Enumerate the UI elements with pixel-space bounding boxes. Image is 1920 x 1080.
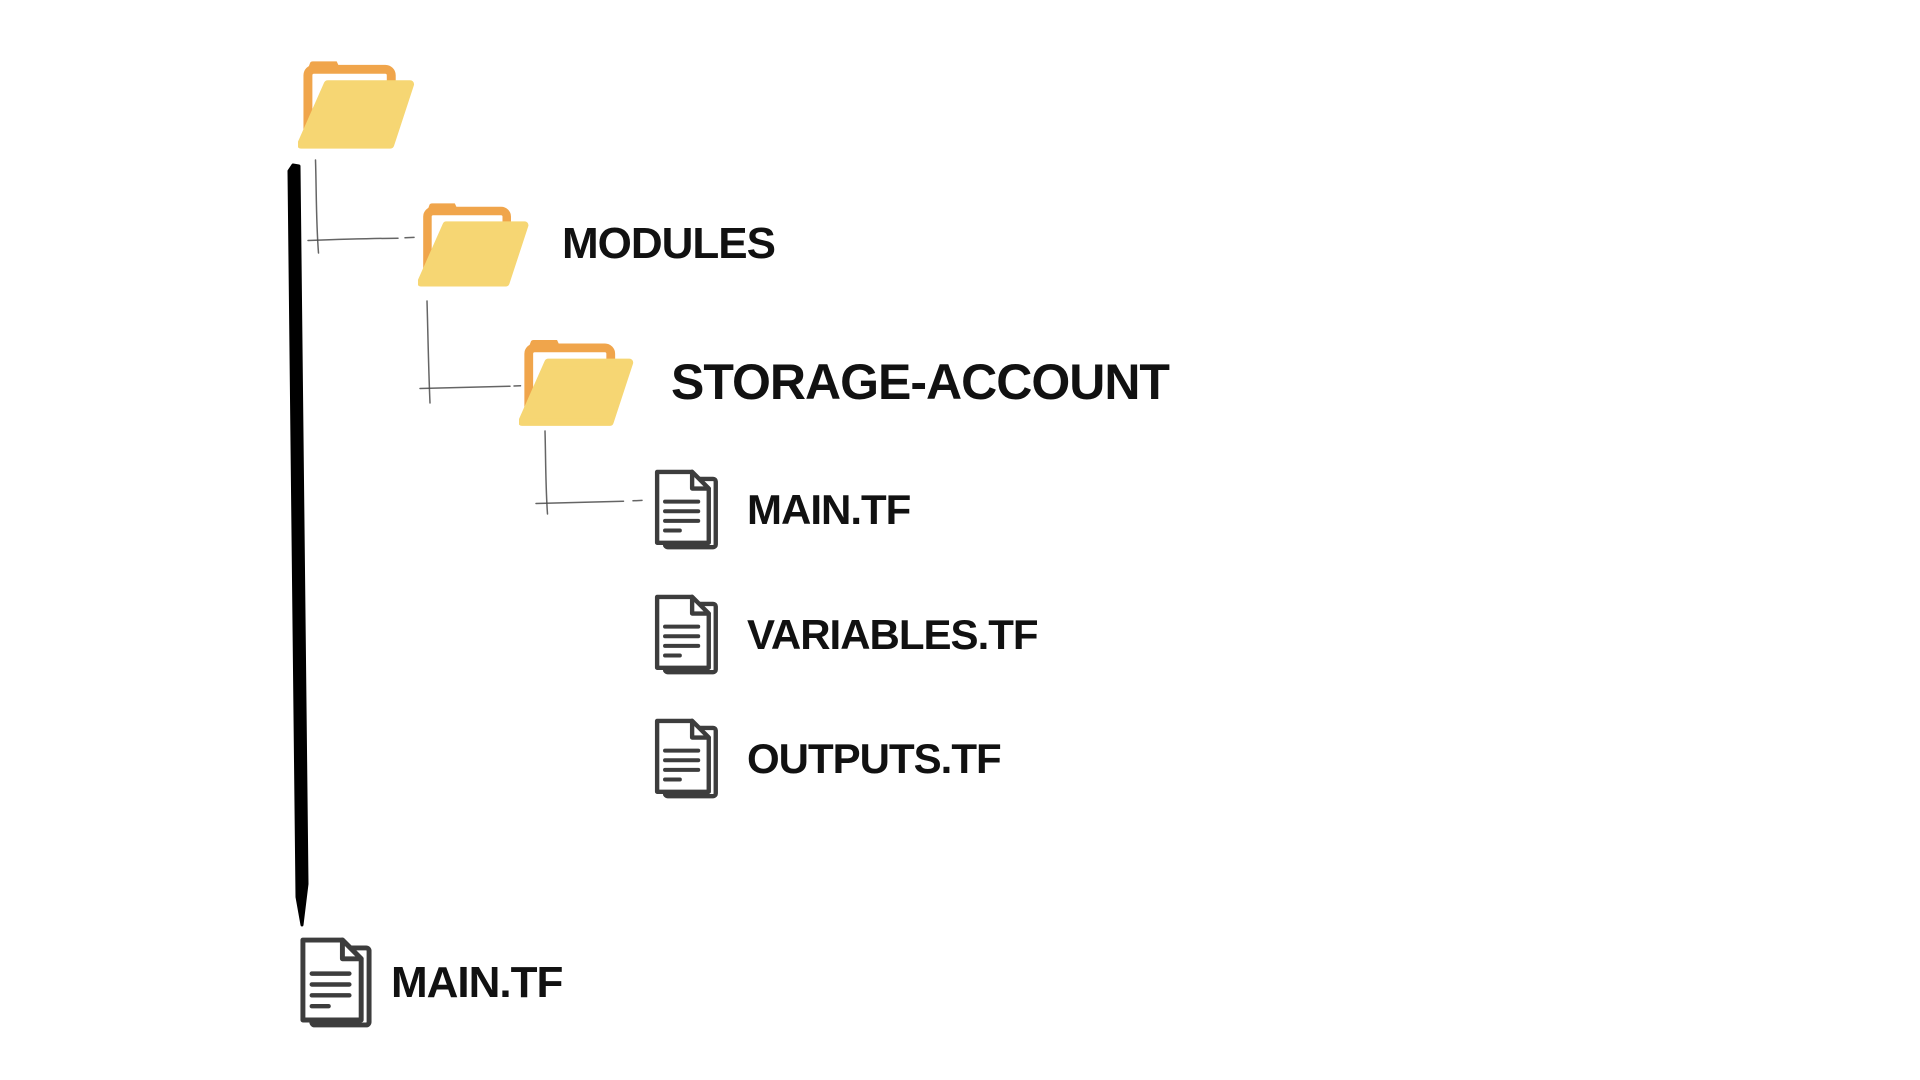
elbow-connector-main-tf	[535, 430, 643, 515]
tree-node-storage-variables-tf: VARIABLES.TF	[651, 592, 1039, 677]
folder-label: STORAGE-ACCOUNT	[671, 354, 1170, 410]
tree-node-root-main-tf: MAIN.TF	[296, 935, 563, 1030]
tree-node-storage-outputs-tf: OUTPUTS.TF	[651, 716, 1002, 801]
folder-icon	[519, 336, 641, 428]
file-label: MAIN.TF	[747, 485, 911, 533]
trunk-line	[287, 163, 309, 927]
document-icon	[296, 935, 375, 1030]
elbow-connector-modules	[307, 159, 415, 254]
document-icon	[651, 716, 721, 801]
file-label: OUTPUTS.TF	[747, 734, 1002, 782]
folder-icon	[418, 200, 536, 288]
tree-node-storage-account: STORAGE-ACCOUNT	[519, 336, 1170, 428]
tree-node-storage-main-tf: MAIN.TF	[651, 467, 911, 552]
document-icon	[651, 467, 721, 552]
folder-label: MODULES	[562, 219, 776, 268]
file-label: MAIN.TF	[391, 957, 563, 1007]
tree-node-modules: MODULES	[418, 200, 776, 288]
file-label: VARIABLES.TF	[747, 610, 1039, 658]
folder-icon	[298, 58, 422, 150]
document-icon	[651, 592, 721, 677]
tree-node-root-folder	[298, 58, 422, 150]
